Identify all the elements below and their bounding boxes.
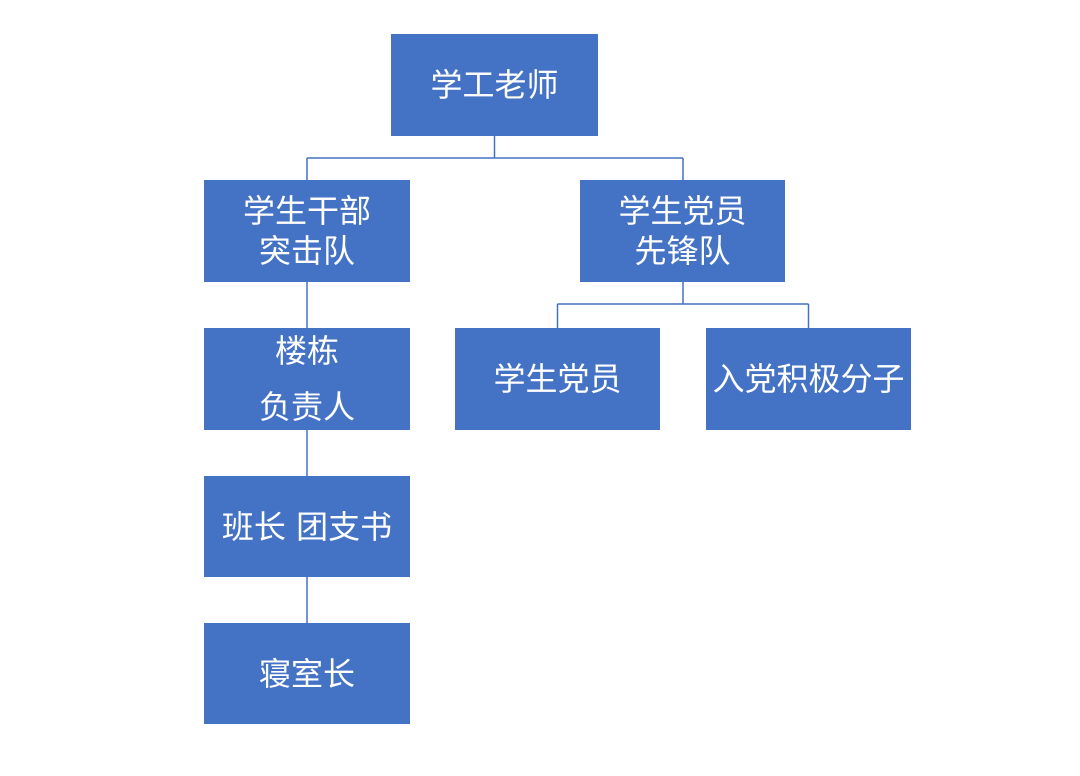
connector-root-to-branches	[306, 136, 684, 180]
node-label-line-1: 楼栋	[274, 332, 339, 370]
node-label: 学生党员	[493, 360, 622, 398]
node-party-member-vanguard: 学生党员 先锋队	[580, 180, 785, 282]
node-label: 班长 团支书	[221, 507, 393, 546]
node-dorm-leader: 寝室长	[204, 623, 410, 724]
node-label: 入党积极分子	[712, 360, 905, 398]
node-label-line-2: 突击队	[258, 232, 355, 270]
node-student-cadre-squad: 学生干部 突击队	[204, 180, 410, 282]
connector-party-to-children	[556, 282, 810, 328]
node-party-activist: 入党积极分子	[706, 328, 911, 430]
node-label: 学工老师	[430, 66, 559, 104]
node-student-party-member: 学生党员	[455, 328, 660, 430]
node-label-line-1: 学生党员	[618, 192, 747, 230]
node-label-line-2: 先锋队	[634, 232, 731, 270]
node-student-affairs-teacher: 学工老师	[391, 34, 598, 136]
node-label-line-2: 负责人	[258, 388, 355, 426]
node-class-monitor-league-secretary: 班长 团支书	[204, 476, 410, 577]
node-label-line-1: 学生干部	[242, 192, 371, 230]
node-label: 寝室长	[258, 654, 355, 693]
node-building-leader: 楼栋 负责人	[204, 328, 410, 430]
